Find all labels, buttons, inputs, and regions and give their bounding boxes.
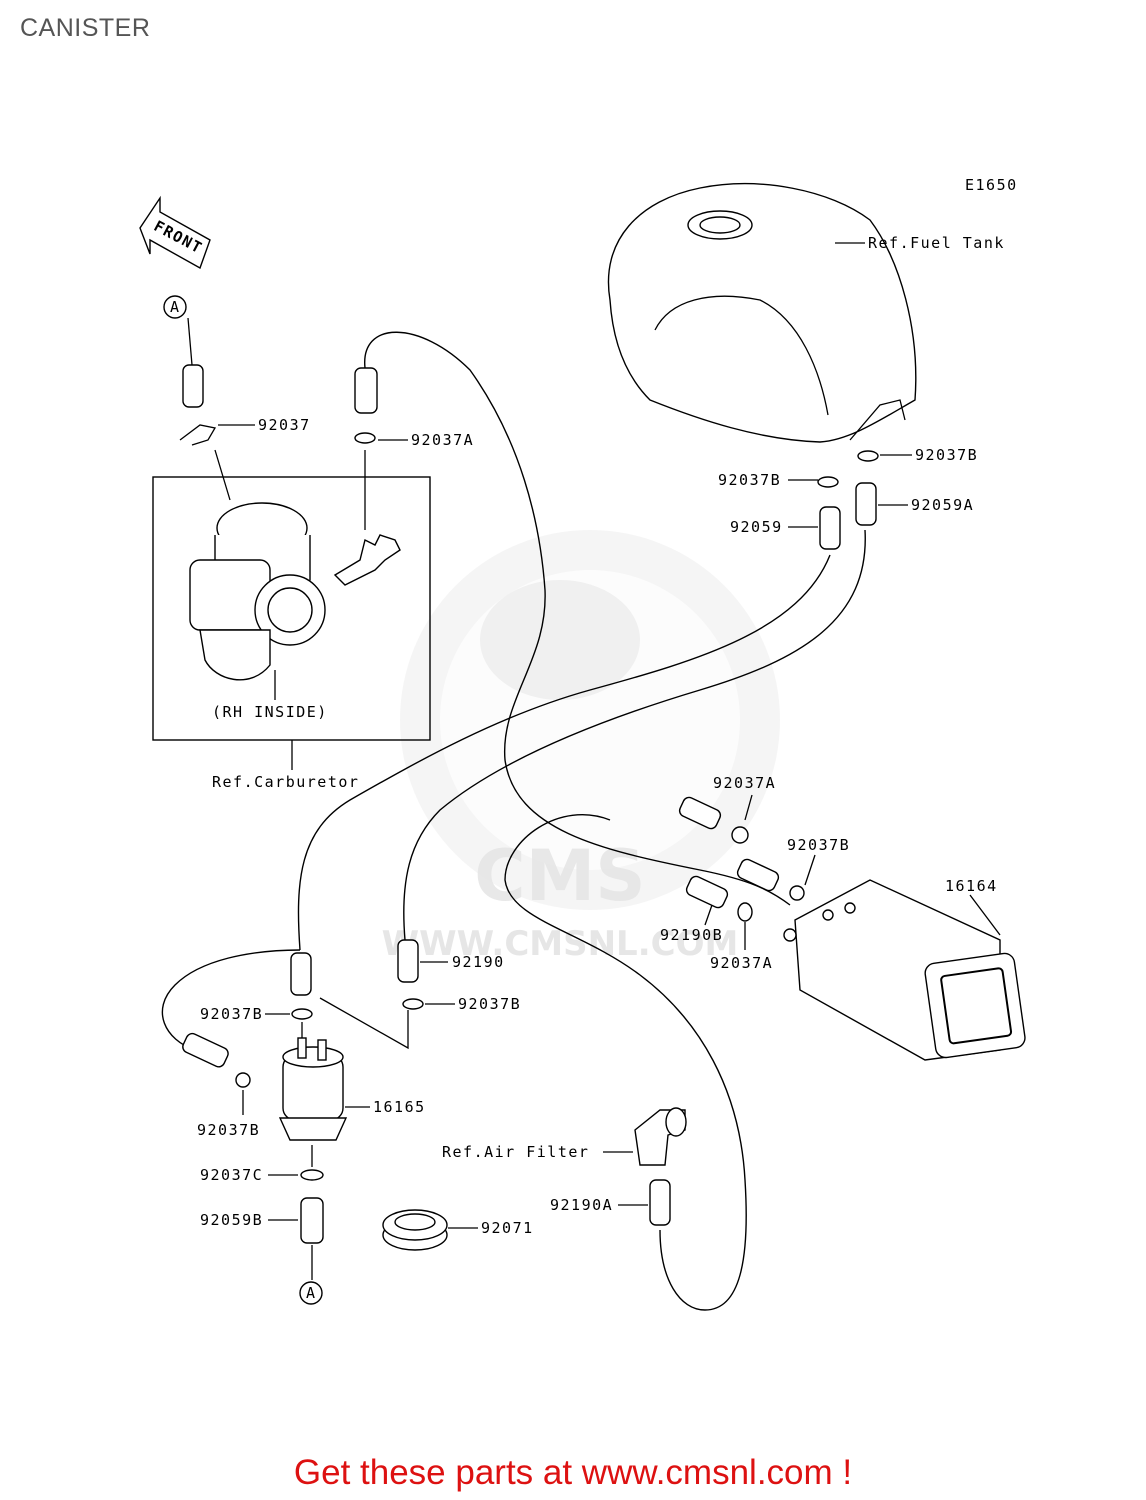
hose-piece-top-left bbox=[182, 364, 204, 408]
air-filter-elbow bbox=[634, 1107, 687, 1166]
marker-a-bottom: A bbox=[299, 1281, 323, 1305]
part-92059-label: 92059 bbox=[730, 518, 783, 536]
carburetor-illustration bbox=[189, 502, 401, 681]
clamp-92037B-filter-right bbox=[402, 998, 424, 1010]
footer-cta-link[interactable]: Get these parts at www.cmsnl.com ! bbox=[293, 1453, 853, 1492]
clamp-92037B-bottom bbox=[235, 1072, 251, 1088]
hose-piece-left-loop bbox=[182, 1032, 229, 1068]
page-title: CANISTER bbox=[20, 14, 151, 42]
hose-tank-left bbox=[297, 554, 831, 951]
hose-lower-loop bbox=[504, 814, 747, 1311]
hose-92059B bbox=[300, 1197, 324, 1244]
clamp-92037B-tank bbox=[857, 450, 879, 462]
clamp-92037B-left bbox=[817, 476, 839, 488]
ref-fuel-tank-label: Ref.Fuel Tank bbox=[868, 234, 1005, 252]
hose-92190B bbox=[685, 875, 729, 909]
hose-92190A bbox=[649, 1179, 671, 1226]
hose-92190 bbox=[397, 939, 419, 983]
hose-piece-mid-2 bbox=[736, 858, 780, 892]
marker-a-top-label: A bbox=[170, 298, 181, 316]
ref-air-filter-label: Ref.Air Filter bbox=[442, 1143, 589, 1161]
filter-16165 bbox=[278, 1037, 348, 1141]
grommet-92071 bbox=[382, 1209, 448, 1251]
part-92037B-left-label: 92037B bbox=[718, 471, 781, 489]
watermark-logo-text: CMS bbox=[474, 835, 645, 917]
clamp-92037A-low bbox=[737, 902, 753, 922]
clip-92037 bbox=[179, 424, 217, 446]
ref-carburetor-label: Ref.Carburetor bbox=[212, 773, 359, 791]
part-92059A-label: 92059A bbox=[911, 496, 974, 514]
part-92190-label: 92190 bbox=[452, 953, 505, 971]
clamp-92037A-top bbox=[354, 432, 376, 444]
hose-left-loop bbox=[161, 949, 301, 1051]
part-92071-label: 92071 bbox=[481, 1219, 534, 1237]
part-92190A-label: 92190A bbox=[550, 1196, 613, 1214]
part-92037A-mid-label: 92037A bbox=[713, 774, 776, 792]
part-92037B-mid-label: 92037B bbox=[787, 836, 850, 854]
canister-16164 bbox=[783, 879, 1026, 1061]
part-16164-label: 16164 bbox=[945, 877, 998, 895]
part-92037-label: 92037 bbox=[258, 416, 311, 434]
clamp-92037B-filter-left bbox=[291, 1008, 313, 1020]
hose-piece-mid-1 bbox=[678, 796, 722, 830]
clamp-92037C bbox=[300, 1169, 324, 1181]
hose-carb-to-canister bbox=[364, 331, 791, 906]
marker-a-bottom-label: A bbox=[306, 1284, 317, 1302]
rh-inside-label: (RH INSIDE) bbox=[212, 703, 328, 721]
watermark-url: WWW.CMSNL.COM bbox=[382, 924, 739, 964]
part-92037B-tank-label: 92037B bbox=[915, 446, 978, 464]
part-92190B-label: 92190B bbox=[660, 926, 723, 944]
part-92059B-label: 92059B bbox=[200, 1211, 263, 1229]
part-92037A-top-label: 92037A bbox=[411, 431, 474, 449]
part-92037B-clamp-label: 92037B bbox=[197, 1121, 260, 1139]
hose-piece-filter-top bbox=[290, 952, 312, 996]
hose-92059 bbox=[819, 506, 841, 550]
clamp-92037B-mid bbox=[789, 885, 805, 901]
part-92037C-label: 92037C bbox=[200, 1166, 263, 1184]
hose-tank-right bbox=[403, 529, 866, 941]
fuel-tank bbox=[607, 183, 917, 443]
hose-92059A bbox=[855, 482, 877, 526]
part-92037A-low-label: 92037A bbox=[710, 954, 773, 972]
front-arrow-icon: FRONT bbox=[139, 195, 211, 270]
part-16165-label: 16165 bbox=[373, 1098, 426, 1116]
marker-a-top: A bbox=[163, 295, 187, 319]
hose-piece-carb-top bbox=[354, 367, 378, 414]
part-92037B-filter-right-label: 92037B bbox=[458, 995, 521, 1013]
figure-code: E1650 bbox=[965, 176, 1018, 194]
clamp-92037A-mid bbox=[731, 826, 749, 844]
part-92037B-filter-left-label: 92037B bbox=[200, 1005, 263, 1023]
